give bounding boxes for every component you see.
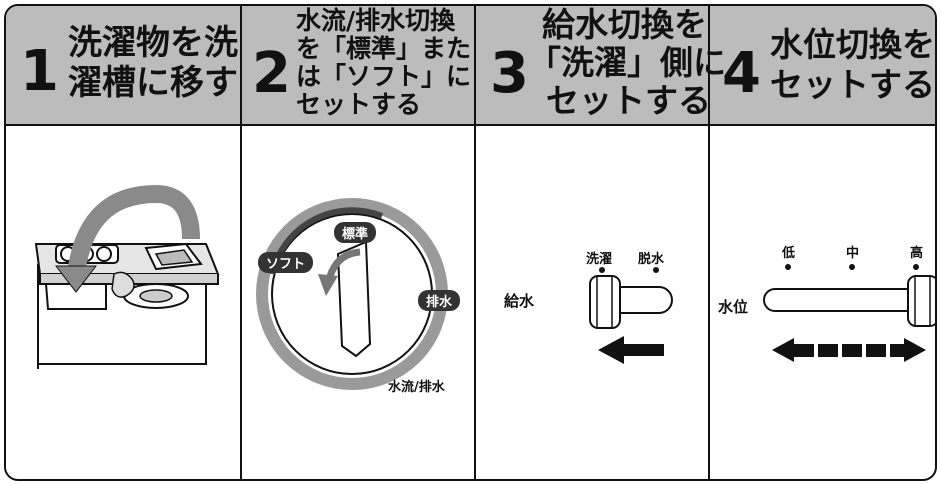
water-level-label: 水位 [718,298,749,316]
level-option-low: 低 [782,246,796,261]
step-title-line: 濯槽に移す [68,63,238,103]
level-option-high: 高 [910,246,924,261]
washing-machine-icon [34,184,220,369]
step-title-line: は「ソフト」に [296,62,472,91]
step-title-line: 「洗濯」側に [528,43,726,82]
step-title-line: 水位切換を [770,25,935,64]
step-title-line: セットする [546,81,711,120]
step-title-line: 水流/排水切換 [296,6,456,35]
step-4-illustration: 水位 低 中 高 [710,124,935,479]
step-1-illustration [6,124,242,479]
step-title-line: 給水切換を [542,5,707,44]
step-number: 2 [252,41,291,106]
steps-header: 1 洗濯物を洗 濯槽に移す 2 水流/排水切換 を「標準」また は「ソフト」に … [6,6,935,126]
level-option-mid: 中 [846,246,860,261]
water-flow-dial-icon [256,198,448,390]
water-supply-switch-icon [589,267,673,364]
step-4-header: 4 水位切換を セットする [710,6,935,124]
step-number: 4 [722,41,761,106]
supply-option-wash: 洗濯 [586,252,613,267]
step-2-illustration: 標準 ソフト 排水 水流/排水 [242,124,476,479]
water-level-switch-icon [763,264,935,362]
step-3-illustration: 給水 洗濯 脱水 [476,124,710,479]
steps-body: 標準 ソフト 排水 水流/排水 給水 洗濯 脱水 水位 低 中 [6,124,935,479]
instruction-panel: 1 洗濯物を洗 濯槽に移す 2 水流/排水切換 を「標準」また は「ソフト」に … [4,4,937,481]
step-number: 1 [20,39,59,104]
supply-option-spin: 脱水 [638,252,665,267]
dial-caption: 水流/排水 [388,380,445,395]
step-2-header: 2 水流/排水切換 を「標準」また は「ソフト」に セットする [242,6,476,124]
water-supply-label: 給水 [504,292,535,310]
step-title-line: セットする [296,90,422,119]
dial-label-drain: 排水 [418,290,461,311]
dial-label-soft: ソフト [258,252,314,273]
step-1-header: 1 洗濯物を洗 濯槽に移す [6,6,242,124]
step-title-line: 洗濯物を洗 [68,23,238,63]
dial-label-standard: 標準 [334,222,377,243]
step-number: 3 [490,41,529,106]
step-3-header: 3 給水切換を 「洗濯」側に セットする [476,5,726,124]
step-title-line: を「標準」また [296,34,472,63]
step-title-line: セットする [770,65,935,104]
